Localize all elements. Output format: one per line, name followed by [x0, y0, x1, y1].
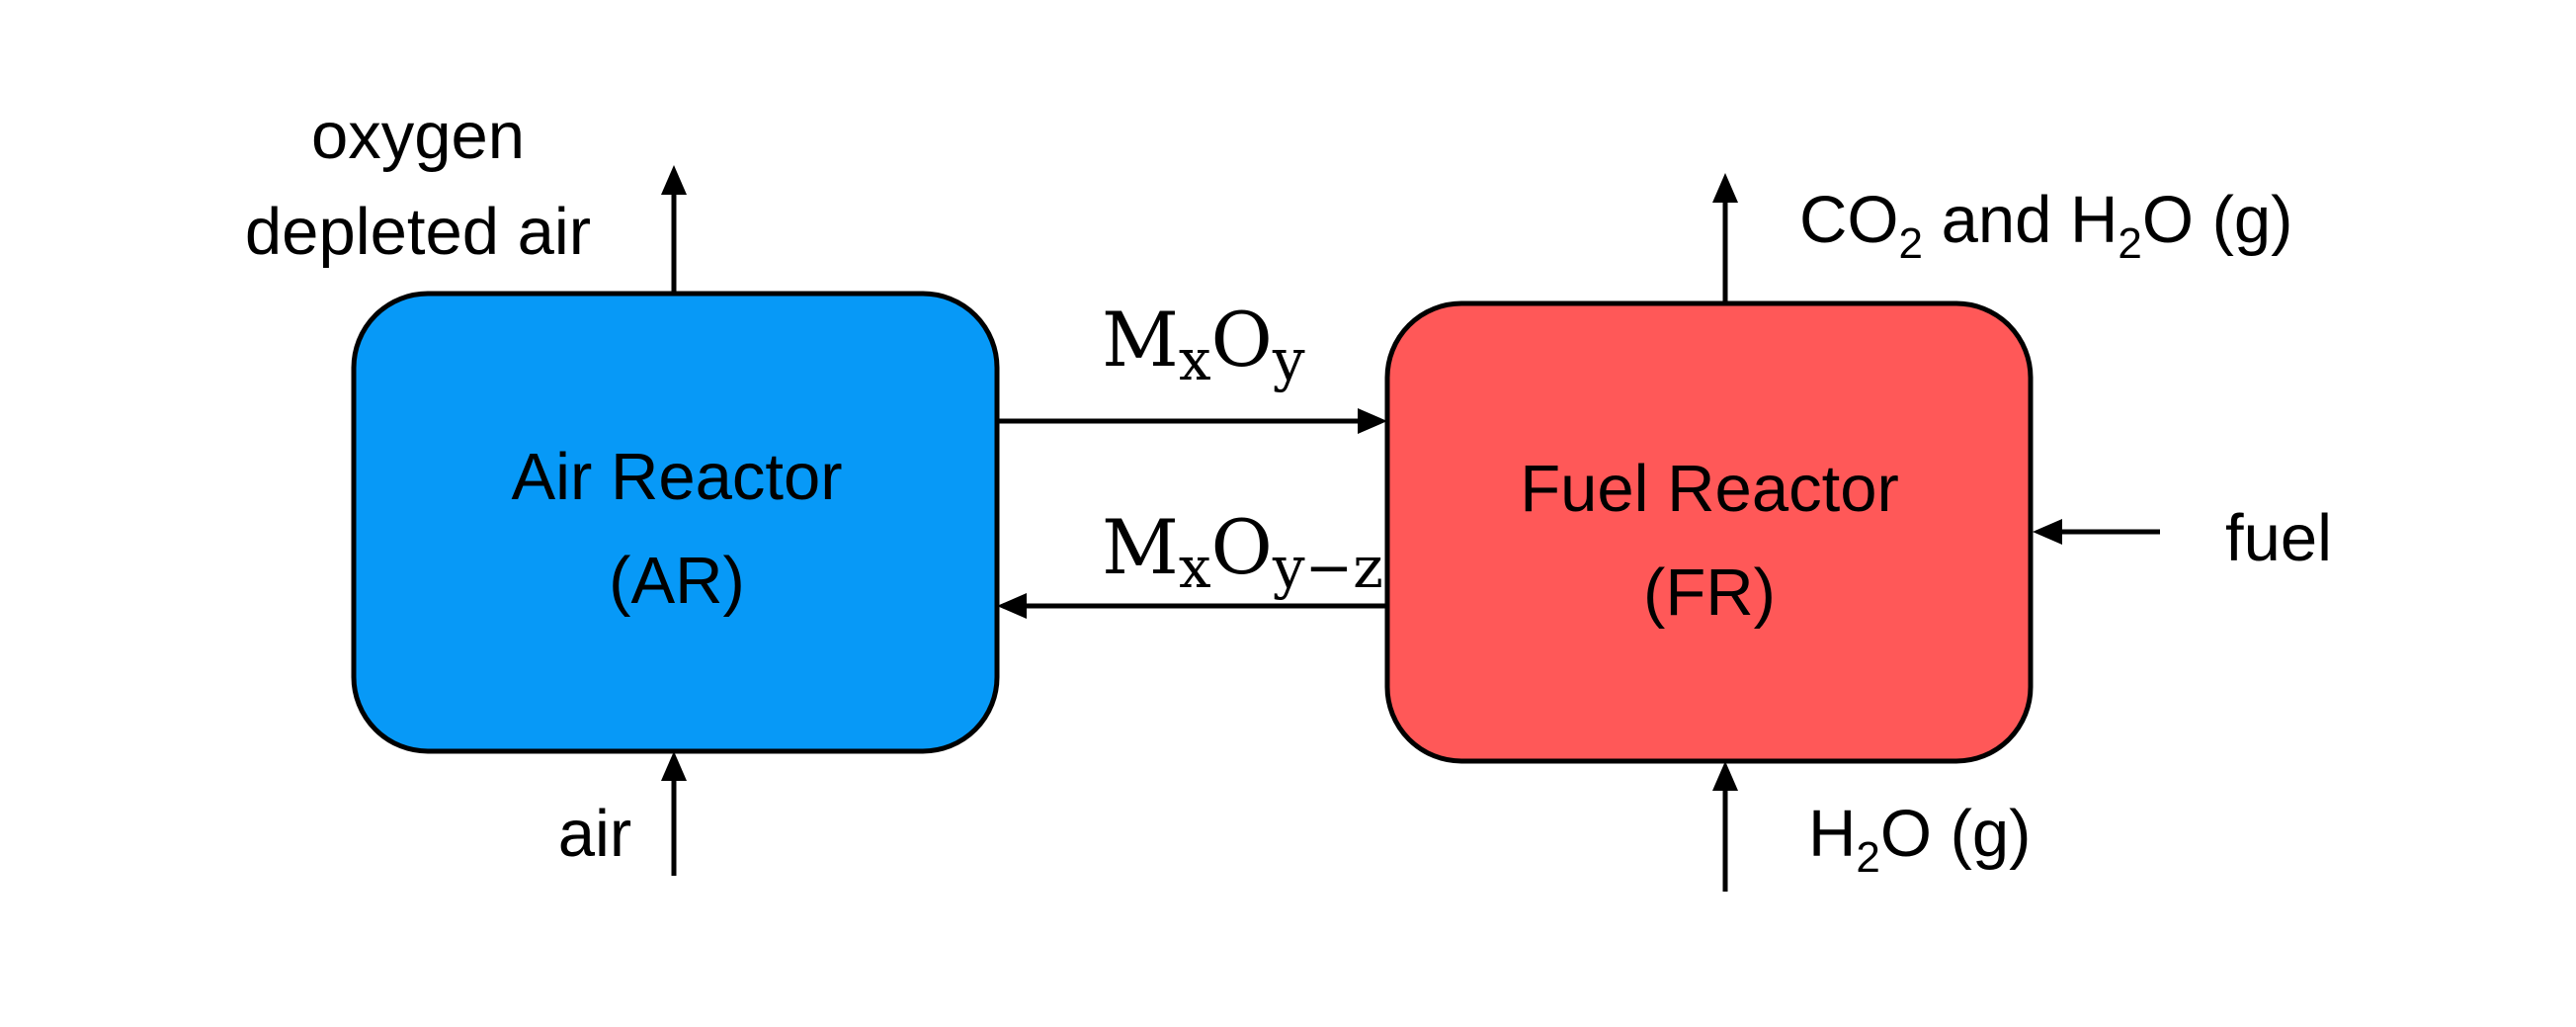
air-reactor-box: [351, 291, 1000, 754]
arrowhead: [661, 165, 687, 195]
air-in-label: air: [558, 797, 631, 871]
arrowhead: [661, 751, 687, 781]
arrowhead: [1712, 173, 1738, 203]
arrowhead: [1712, 761, 1738, 791]
fuel-reactor-label: Fuel Reactor: [1520, 452, 1899, 526]
fuel-in-label: fuel: [2225, 501, 2332, 575]
air-reactor-label: Air Reactor: [511, 440, 842, 514]
air-reactor-abbr: (AR): [609, 544, 745, 618]
arrowhead: [2033, 519, 2062, 545]
arrowhead: [997, 593, 1027, 619]
ar-out-label-line1: oxygen: [311, 99, 525, 173]
fr-out-label: CO2 and H2O (g): [1799, 183, 2293, 268]
oxidized-carrier-label: MxOy: [1102, 296, 1305, 393]
fuel-reactor-abbr: (FR): [1643, 556, 1776, 630]
arrowhead: [1358, 408, 1387, 434]
fuel-reactor-box: [1384, 300, 2034, 764]
h2o-in-label: H2O (g): [1808, 797, 2032, 882]
ar-out-label-line2: depleted air: [245, 195, 591, 269]
reduced-carrier-label: MxOy−z: [1102, 503, 1383, 601]
